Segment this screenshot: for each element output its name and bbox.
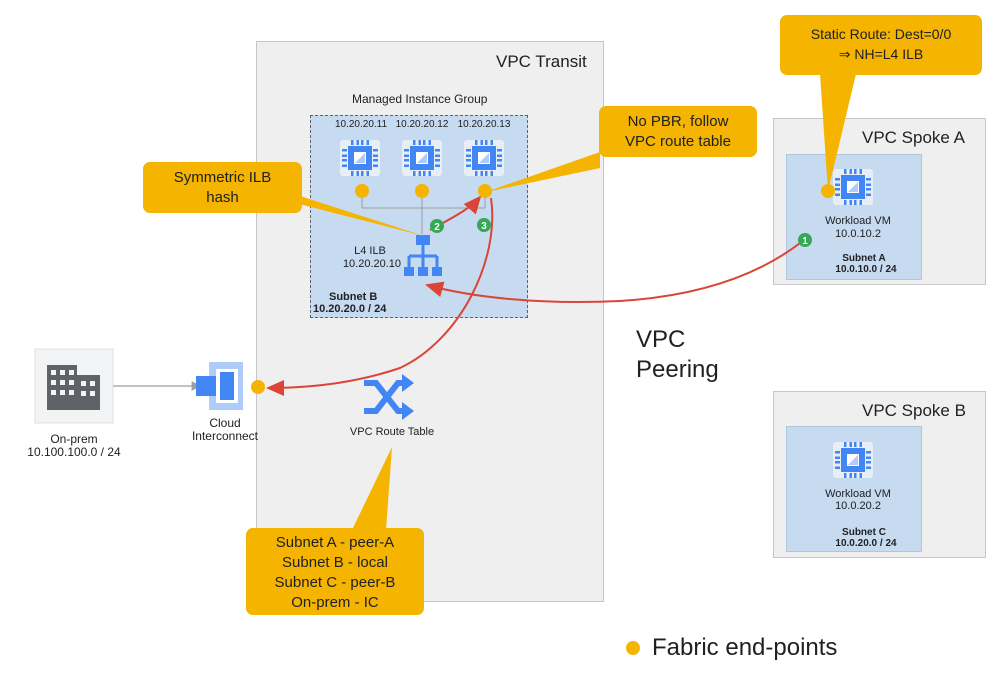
route-table-shuffle-icon [364,380,404,414]
step-badges [430,218,812,247]
route-table-label: VPC Route Table [349,426,435,438]
vpc-spoke-a-title: VPC Spoke A [862,128,966,147]
symmetric-callout-line-2: hash [206,189,239,206]
workload-vm-a-chip-icon [833,169,873,205]
workload-vm-a-name: Workload VM [825,215,891,227]
instance-ip-1: 10.20.20.11 [334,119,388,130]
subnet-c-name: Subnet C [842,527,886,538]
flow-arrow-instance-to-interconnect [266,197,494,396]
ilb-ip: 10.20.20.10 [342,258,402,270]
subnet-c-cidr: 10.0.20.0 / 24 [835,538,897,549]
workload-vm-b-chip-icon [833,442,873,478]
workload-vm-b-ip: 10.0.20.2 [835,500,881,512]
static-route-callout: Static Route: Dest=0/0 ⇒ NH=L4 ILB [780,15,982,75]
on-prem-cidr: 10.100.100.0 / 24 [27,445,121,459]
cloud-interconnect-icon [196,362,243,410]
mig-title: Managed Instance Group [352,92,488,106]
on-prem-name: On-prem [50,432,98,446]
instance-ip-3: 10.20.20.13 [457,119,511,130]
step-badge-1 [798,233,812,247]
vpc-peering-label: VPC Peering [636,325,719,385]
route-entry-1: Subnet A - peer-A [275,534,395,551]
vpc-transit-title: VPC Transit [496,52,587,71]
on-prem-building-icon [34,348,114,424]
static-route-pointer [820,74,856,191]
step-1-text: 1 [802,236,808,247]
route-entry-3: Subnet C - peer-B [274,574,396,591]
subnet-a-cidr: 10.0.10.0 / 24 [835,264,897,275]
vpc-spoke-b-title: VPC Spoke B [862,401,966,420]
workload-vm-b-name: Workload VM [825,488,891,500]
symmetric-callout-line-1: Symmetric ILB [173,169,272,186]
route-entry-4: On-prem - IC [291,594,379,611]
interconnect-label-2: Interconnect [191,429,259,443]
endpoint-instance-3 [478,184,492,198]
subnet-b-cidr: 10.20.20.0 / 24 [313,303,387,315]
instance-ip-2: 10.20.20.12 [395,119,449,130]
vpc-peering-line-1: VPC [636,326,686,353]
symmetric-ilb-callout: Symmetric ILB hash [143,162,302,213]
no-pbr-pointer [486,152,600,192]
vpc-peering-line-2: Peering [636,356,719,383]
step-badge-3 [477,218,491,232]
load-balancer-icon [404,235,442,276]
endpoint-interconnect [251,380,265,394]
step-2-text: 2 [434,222,440,233]
routes-pointer [352,447,392,530]
legend-endpoint-dot [626,641,640,655]
no-pbr-callout-line-1: No PBR, follow [627,113,729,130]
fabric-endpoints [251,184,835,394]
endpoint-workload-a [821,184,835,198]
step-3-text: 3 [481,221,487,232]
legend-label: Fabric end-points [652,634,838,661]
endpoint-instance-2 [415,184,429,198]
no-pbr-callout-line-2: VPC route table [625,133,731,150]
static-route-line-2: ⇒ NH=L4 ILB [838,46,924,62]
no-pbr-callout: No PBR, follow VPC route table [599,106,757,157]
workload-vm-a-ip: 10.0.10.2 [835,228,881,240]
route-entry-2: Subnet B - local [282,554,388,571]
interconnect-label-1: Cloud [209,416,241,430]
symmetric-pointer [268,196,424,236]
instance-chip-icon-1 [340,140,380,176]
subnet-b-name: Subnet B [329,291,378,303]
static-route-line-1: Static Route: Dest=0/0 [810,26,952,42]
instance-chip-icon-2 [402,140,442,176]
instance-chip-icon-3 [464,140,504,176]
route-table-callout: Subnet A - peer-A Subnet B - local Subne… [246,528,424,615]
step-badge-2 [430,219,444,233]
endpoint-instance-1 [355,184,369,198]
ilb-name: L4 ILB [354,245,386,257]
flow-arrow-spoke-to-ilb [425,239,805,304]
subnet-a-name: Subnet A [842,253,886,264]
